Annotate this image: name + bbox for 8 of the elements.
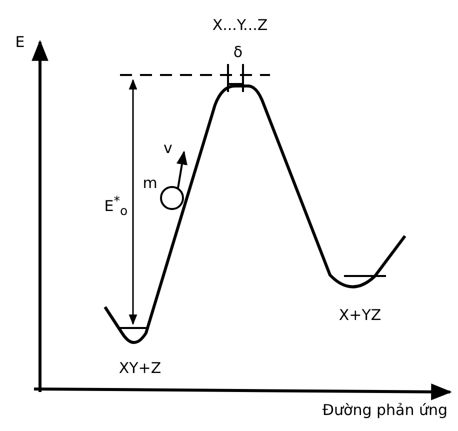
state-label: XY+Z: [118, 359, 162, 377]
width-label: δ: [233, 43, 243, 61]
transition-state-label: X...Y...Z: [212, 16, 268, 34]
axis-label: E: [15, 33, 25, 51]
mass-label: m: [142, 174, 158, 192]
velocity-label: v: [164, 139, 172, 157]
axis-label: Đường phản ứng: [322, 401, 448, 419]
state-label: X+YZ: [338, 306, 382, 324]
